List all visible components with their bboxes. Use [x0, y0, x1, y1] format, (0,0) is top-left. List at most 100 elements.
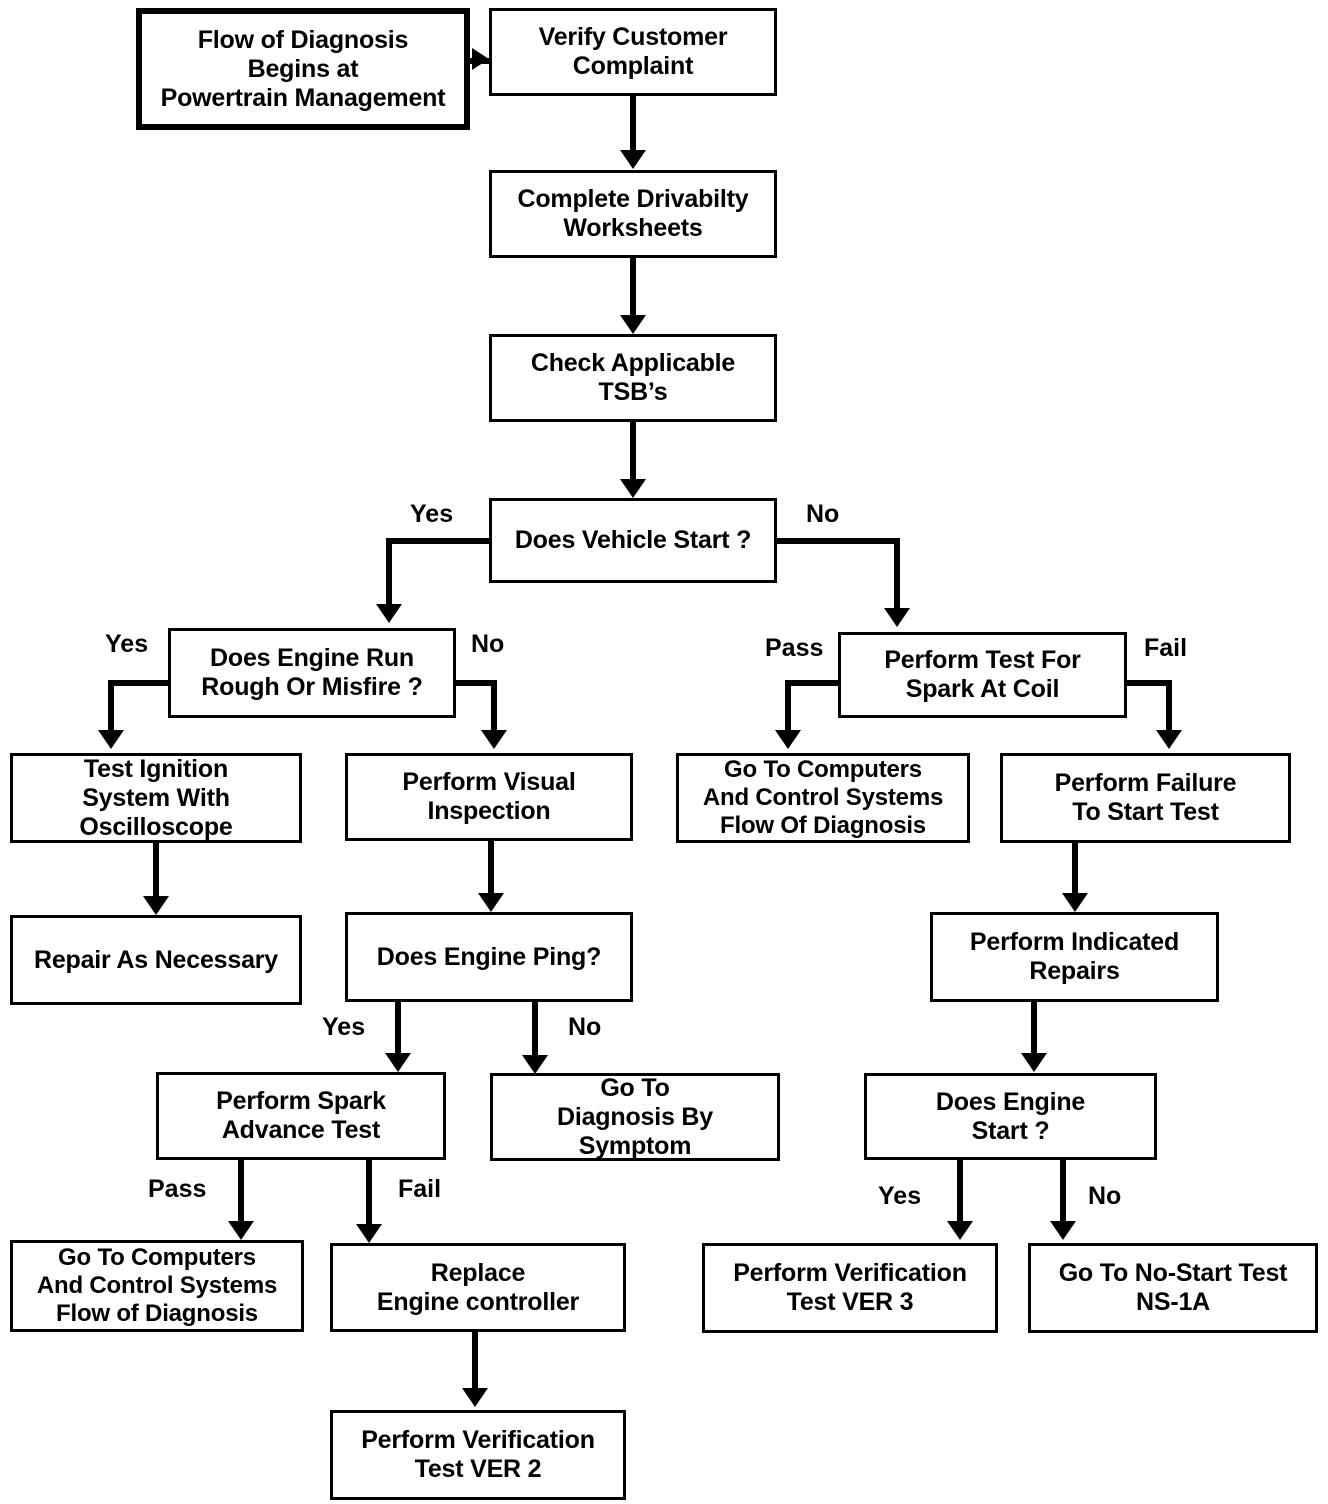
- node-perform-verification-test-ver2[interactable]: Perform Verification Test VER 2: [330, 1410, 626, 1500]
- edge-label-engine-ping-no: No: [568, 1013, 602, 1041]
- node-perform-verification-test-ver3[interactable]: Perform Verification Test VER 3: [702, 1243, 998, 1333]
- edge-engine-rough-yes-v: [108, 680, 114, 734]
- edge-verify-to-worksheets: [630, 96, 636, 154]
- node-complete-drivability-worksheets-label: Complete Drivabilty Worksheets: [517, 185, 749, 242]
- edge-vehicle-start-no-v: [894, 538, 900, 612]
- edge-label-engine-start-yes: Yes: [878, 1182, 922, 1210]
- node-perform-visual-inspection-label: Perform Visual Inspection: [402, 768, 576, 825]
- edge-label-engine-start-no: No: [1088, 1182, 1122, 1210]
- edge-spark-coil-pass-v: [785, 680, 791, 734]
- edge-spark-coil-fail-v: [1166, 680, 1172, 734]
- node-does-engine-run-rough[interactable]: Does Engine Run Rough Or Misfire ?: [168, 628, 456, 718]
- node-does-engine-ping[interactable]: Does Engine Ping?: [345, 912, 633, 1002]
- node-verify-customer-complaint-label: Verify Customer Complaint: [538, 23, 728, 80]
- arrow-spark-advance-pass: [228, 1221, 254, 1240]
- node-perform-test-spark-at-coil-label: Perform Test For Spark At Coil: [884, 646, 1081, 703]
- edge-engine-rough-no-h: [453, 680, 497, 686]
- edge-engine-start-yes: [957, 1160, 963, 1224]
- node-does-engine-start-label: Does Engine Start ?: [935, 1087, 1086, 1145]
- node-perform-indicated-repairs-label: Perform Indicated Repairs: [969, 928, 1180, 985]
- node-does-engine-ping-label: Does Engine Ping?: [376, 942, 602, 971]
- arrow-engine-rough-no: [481, 730, 507, 749]
- arrow-vehicle-start-no: [884, 608, 910, 627]
- edge-engine-rough-no-v: [491, 680, 497, 734]
- node-start-label: Flow of Diagnosis Begins at Powertrain M…: [160, 25, 446, 112]
- node-go-to-diagnosis-by-symptom-label: Go To Diagnosis By Symptom: [557, 1073, 713, 1160]
- edge-replace-ecu-to-ver2: [472, 1332, 478, 1390]
- node-verify-customer-complaint[interactable]: Verify Customer Complaint: [489, 8, 777, 96]
- node-does-engine-start[interactable]: Does Engine Start ?: [864, 1073, 1157, 1160]
- edge-spark-advance-fail: [366, 1160, 372, 1226]
- edge-engine-rough-yes-h: [108, 680, 171, 686]
- node-does-vehicle-start-label: Does Vehicle Start ?: [514, 526, 752, 554]
- edge-label-spark-advance-pass: Pass: [148, 1175, 207, 1203]
- edge-visual-inspect-to-ping: [488, 841, 494, 895]
- node-perform-test-spark-at-coil[interactable]: Perform Test For Spark At Coil: [838, 632, 1127, 718]
- node-start[interactable]: Flow of Diagnosis Begins at Powertrain M…: [136, 8, 470, 130]
- edge-label-engine-rough-yes: Yes: [105, 630, 149, 658]
- arrow-engine-ping-yes: [385, 1053, 411, 1072]
- edge-label-vehicle-start-no: No: [806, 500, 840, 528]
- arrow-engine-start-yes: [947, 1221, 973, 1240]
- arrow-engine-rough-yes: [98, 730, 124, 749]
- node-go-to-computers-control-systems-1[interactable]: Go To Computers And Control Systems Flow…: [676, 753, 970, 843]
- arrow-verify-to-worksheets: [620, 150, 646, 169]
- node-go-to-no-start-test-label: Go To No-Start Test NS-1A: [1058, 1259, 1288, 1316]
- edge-test-ignition-to-repair: [153, 843, 159, 899]
- node-test-ignition-system[interactable]: Test Ignition System With Oscilloscope: [10, 753, 302, 843]
- edge-vehicle-start-yes-v: [386, 538, 392, 608]
- node-go-to-computers-control-systems-1-label: Go To Computers And Control Systems Flow…: [702, 756, 944, 839]
- node-perform-indicated-repairs[interactable]: Perform Indicated Repairs: [930, 912, 1219, 1002]
- node-repair-as-necessary[interactable]: Repair As Necessary: [10, 915, 302, 1005]
- edge-engine-start-no: [1060, 1160, 1066, 1224]
- edge-worksheets-to-tsb: [630, 258, 636, 318]
- edge-spark-advance-pass: [238, 1160, 244, 1224]
- arrow-failure-start-to-repairs: [1062, 893, 1088, 912]
- node-perform-spark-advance-test[interactable]: Perform Spark Advance Test: [156, 1072, 446, 1160]
- node-repair-as-necessary-label: Repair As Necessary: [33, 945, 279, 974]
- edge-engine-ping-no: [532, 1002, 538, 1058]
- edge-label-spark-coil-pass: Pass: [765, 634, 824, 662]
- arrow-engine-ping-no: [522, 1055, 548, 1074]
- node-does-engine-run-rough-label: Does Engine Run Rough Or Misfire ?: [201, 644, 423, 701]
- node-go-to-no-start-test[interactable]: Go To No-Start Test NS-1A: [1028, 1243, 1318, 1333]
- arrow-worksheets-to-tsb: [620, 315, 646, 334]
- node-perform-visual-inspection[interactable]: Perform Visual Inspection: [345, 753, 633, 841]
- arrow-spark-advance-fail: [356, 1224, 382, 1243]
- edge-engine-ping-yes: [395, 1002, 401, 1056]
- node-go-to-computers-control-systems-2[interactable]: Go To Computers And Control Systems Flow…: [10, 1240, 304, 1332]
- arrow-start-to-verify: [472, 48, 489, 70]
- node-go-to-diagnosis-by-symptom[interactable]: Go To Diagnosis By Symptom: [490, 1073, 780, 1161]
- arrow-replace-ecu-to-ver2: [462, 1388, 488, 1407]
- node-check-applicable-tsbs-label: Check Applicable TSB’s: [530, 349, 736, 406]
- arrow-test-ignition-to-repair: [143, 896, 169, 915]
- arrow-vehicle-start-yes: [376, 604, 402, 623]
- arrow-engine-start-no: [1050, 1221, 1076, 1240]
- edge-failure-start-to-repairs: [1072, 843, 1078, 895]
- node-perform-verification-test-ver3-label: Perform Verification Test VER 3: [733, 1259, 967, 1316]
- arrow-repairs-to-engine-start: [1021, 1053, 1047, 1072]
- node-perform-failure-to-start-test-label: Perform Failure To Start Test: [1054, 769, 1237, 826]
- node-check-applicable-tsbs[interactable]: Check Applicable TSB’s: [489, 334, 777, 422]
- node-complete-drivability-worksheets[interactable]: Complete Drivabilty Worksheets: [489, 170, 777, 258]
- node-go-to-computers-control-systems-2-label: Go To Computers And Control Systems Flow…: [36, 1244, 278, 1327]
- arrow-spark-coil-fail: [1156, 730, 1182, 749]
- edge-label-engine-rough-no: No: [471, 630, 505, 658]
- edge-repairs-to-engine-start: [1031, 1002, 1037, 1056]
- node-perform-verification-test-ver2-label: Perform Verification Test VER 2: [361, 1426, 595, 1483]
- edge-label-spark-advance-fail: Fail: [398, 1175, 442, 1203]
- edge-label-engine-ping-yes: Yes: [322, 1013, 366, 1041]
- node-replace-engine-controller[interactable]: Replace Engine controller: [330, 1243, 626, 1332]
- node-test-ignition-system-label: Test Ignition System With Oscilloscope: [79, 754, 233, 841]
- arrow-spark-coil-pass: [775, 730, 801, 749]
- node-does-vehicle-start[interactable]: Does Vehicle Start ?: [489, 498, 777, 583]
- node-perform-failure-to-start-test[interactable]: Perform Failure To Start Test: [1000, 753, 1291, 843]
- edge-spark-coil-fail-h: [1124, 680, 1172, 686]
- edge-label-vehicle-start-yes: Yes: [410, 500, 454, 528]
- edge-tsb-to-vehicle-start: [630, 422, 636, 482]
- node-perform-spark-advance-test-label: Perform Spark Advance Test: [216, 1087, 386, 1144]
- arrow-visual-inspect-to-ping: [478, 893, 504, 912]
- edge-vehicle-start-no-h: [774, 538, 900, 544]
- arrow-tsb-to-vehicle-start: [620, 479, 646, 498]
